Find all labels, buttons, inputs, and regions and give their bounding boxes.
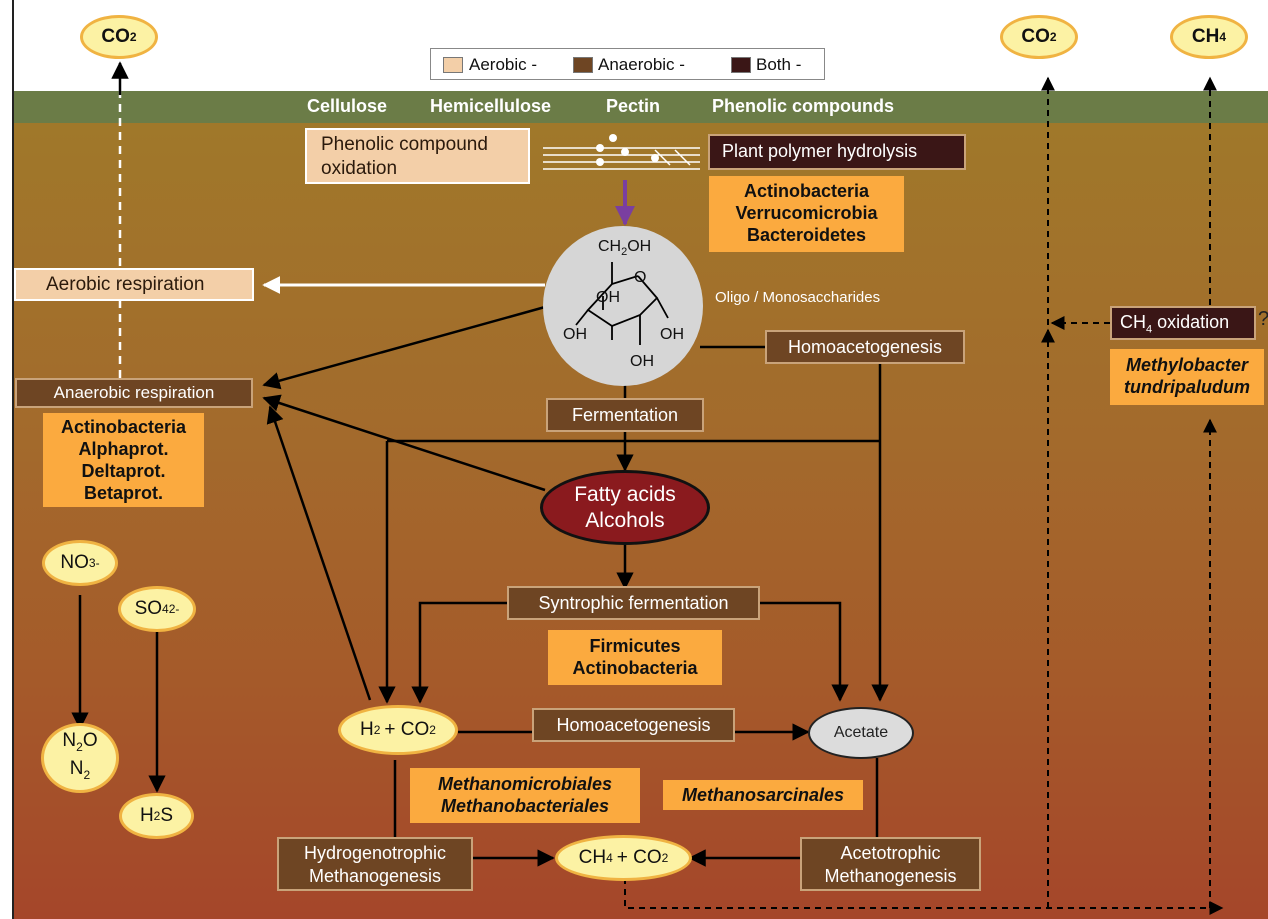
aerobic-respiration-box: Aerobic respiration [14, 268, 254, 301]
anaerobic-organism-1: Actinobacteria [60, 417, 187, 437]
acetotrophic-box: Acetotrophic Methanogenesis [800, 837, 981, 891]
methanotroph-line-2: tundripaludum [1124, 377, 1250, 397]
fermentation-box: Fermentation [546, 398, 704, 432]
hydrogenotrophic-organism-1: Methanomicrobiales [437, 774, 613, 794]
hydrogenotrophic-organism-2: Methanobacteriales [440, 796, 610, 816]
glucose-oh-2: OH [563, 326, 587, 343]
anaerobic-organism-4: Betaprot. [83, 483, 163, 503]
arrow-syntrophic-to-acetate [758, 601, 849, 702]
hydrolysis-organism-2: Verrucomicrobia [735, 203, 878, 223]
n2o-n2-oval: N2O N2 [41, 723, 119, 793]
anaerobic-respiration-box: Anaerobic respiration [15, 378, 253, 408]
arrow-syntrophic-to-h2 [411, 601, 508, 704]
syntrophic-organism-1: Firmicutes [589, 636, 681, 656]
syntrophic-organisms-box: Firmicutes Actinobacteria [548, 630, 722, 685]
glucose-oh-1: OH [596, 289, 620, 306]
fatty-acids-line-2: Alcohols [585, 508, 665, 532]
homoacetogenesis-bottom-box: Homoacetogenesis [532, 708, 735, 742]
monomer-dots-icon [596, 134, 659, 166]
acetate-oval: Acetate [808, 707, 914, 759]
legend-swatch-anaerobic [573, 57, 593, 73]
ch4-oxidation-box: CH4 oxidation [1110, 306, 1256, 340]
methanotroph-box: Methylobacter tundripaludum [1110, 349, 1264, 405]
homoacetogenesis-top-box: Homoacetogenesis [765, 330, 965, 364]
arrow-h2-to-anaerobic [266, 405, 372, 701]
saccharides-label: Oligo / Monosaccharides [715, 289, 881, 306]
acetotrophic-line-2: Methanogenesis [824, 866, 957, 886]
syntrophic-organism-2: Actinobacteria [572, 658, 698, 678]
legend-swatch-both [731, 57, 751, 73]
glucose-oh-3: OH [660, 326, 684, 343]
acetotrophic-organisms-box: Methanosarcinales [663, 780, 863, 810]
plant-fiber-icon [543, 147, 700, 170]
arrow-sugar-to-anaerobic [262, 305, 546, 390]
hydrolysis-organism-3: Bacteroidetes [746, 225, 867, 245]
hydrolysis-organism-1: Actinobacteria [743, 181, 870, 201]
plant-polymer-hydrolysis-box: Plant polymer hydrolysis [708, 134, 966, 170]
band-label-hemicellulose: Hemicellulose [430, 96, 552, 116]
legend-label-aerobic: Aerobic - [469, 55, 538, 74]
phenolic-oxidation-box: Phenolic compound oxidation [305, 128, 530, 184]
acetotrophic-organism-1: Methanosarcinales [681, 785, 845, 805]
arrow-fatty-to-anaerobic [262, 394, 546, 492]
question-mark: ? [1258, 308, 1268, 331]
methanotroph-line-1: Methylobacter [1125, 355, 1249, 375]
acetotrophic-line-1: Acetotrophic [840, 843, 941, 863]
band-label-cellulose: Cellulose [307, 96, 388, 116]
hydrolysis-organisms-box: Actinobacteria Verrucomicrobia Bacteroid… [709, 176, 904, 252]
legend-label-anaerobic: Anaerobic - [598, 55, 685, 74]
legend-label-both: Both - [756, 55, 802, 74]
glucose-oh-4: OH [630, 353, 654, 370]
fatty-acids-oval: Fatty acids Alcohols [540, 470, 710, 545]
glucose-ring-o: O [634, 269, 647, 286]
phenolic-oxidation-line-1: Phenolic compound [321, 134, 488, 155]
fatty-acids-line-1: Fatty acids [574, 482, 676, 506]
legend-swatch-aerobic [443, 57, 463, 73]
anaerobic-organism-3: Deltaprot. [81, 461, 166, 481]
plant-litter-band [12, 91, 1268, 123]
phenolic-oxidation-line-2: oxidation [321, 158, 398, 179]
anaerobic-organisms-box: Actinobacteria Alphaprot. Deltaprot. Bet… [43, 413, 204, 507]
hydrogenotrophic-line-2: Methanogenesis [308, 866, 442, 886]
legend: Aerobic - Anaerobic - Both - [430, 48, 825, 80]
band-label-phenolic: Phenolic compounds [712, 96, 895, 116]
hydrogenotrophic-organisms-box: Methanomicrobiales Methanobacteriales [410, 768, 640, 823]
glucose-ring-icon [575, 262, 669, 345]
band-label-pectin: Pectin [606, 96, 661, 116]
left-border-line [12, 0, 14, 919]
glucose-ch2oh: CH2OH [598, 238, 652, 259]
hydrogenotrophic-line-1: Hydrogenotrophic [303, 843, 447, 863]
anaerobic-organism-2: Alphaprot. [78, 439, 169, 459]
syntrophic-fermentation-box: Syntrophic fermentation [507, 586, 760, 620]
hydrogenotrophic-box: Hydrogenotrophic Methanogenesis [277, 837, 473, 891]
n2-label: N2 [69, 758, 91, 782]
n2o-label: N2O [62, 730, 98, 754]
glucose-circle [543, 226, 703, 386]
